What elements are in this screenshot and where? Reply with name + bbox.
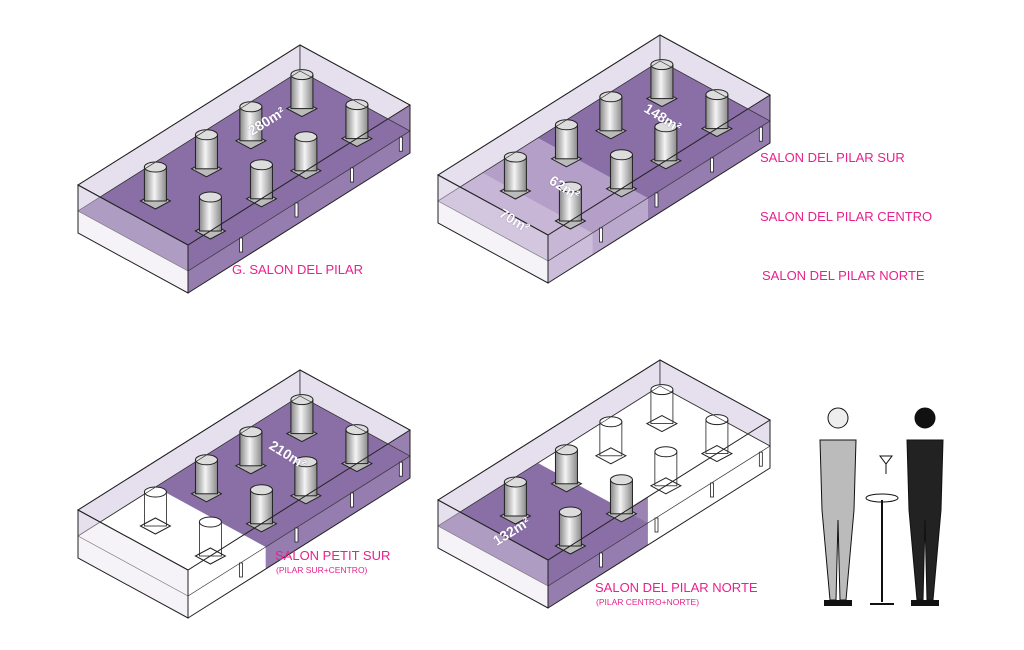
front-wall-region [265, 430, 410, 547]
box-salones-divididos [437, 34, 771, 284]
side-wall [659, 359, 771, 447]
label-pilar-sur: SALON DEL PILAR SUR [760, 150, 905, 165]
column-top [705, 414, 729, 426]
front-edge [187, 430, 411, 619]
shoes [911, 600, 939, 606]
figure-man [819, 407, 857, 606]
front-edge [547, 95, 771, 284]
column-top [609, 149, 633, 161]
door-icon [398, 461, 403, 477]
door-icon [758, 451, 763, 467]
column-base [645, 415, 678, 433]
door-icon [294, 202, 299, 218]
front-edge [187, 105, 411, 294]
column-top [294, 131, 318, 143]
door-icon [758, 126, 763, 142]
column-base [139, 517, 172, 535]
column-top [198, 516, 222, 528]
column-top [198, 191, 222, 203]
column-top [654, 446, 678, 458]
column-base [649, 477, 682, 495]
column-top [650, 384, 674, 396]
body [819, 439, 857, 601]
door-icon [654, 192, 659, 208]
column-base [194, 547, 227, 565]
column-top [345, 99, 369, 111]
column-top [290, 394, 314, 406]
label-pilar-centro: SALON DEL PILAR CENTRO [760, 209, 933, 224]
body [906, 439, 944, 601]
column-top [558, 506, 582, 518]
column-top [609, 474, 633, 486]
door-icon [710, 157, 714, 173]
door-icon [398, 136, 403, 152]
panel-subtitle-petit-sur: (PILAR SUR+CENTRO) [276, 565, 368, 575]
panel-title-pilar-norte: SALON DEL PILAR NORTE [595, 580, 758, 595]
front-wall-region [188, 105, 410, 271]
martini-glass-icon [879, 455, 893, 474]
door-icon [350, 167, 354, 183]
door-icon [710, 482, 714, 498]
front-face-region [647, 121, 770, 220]
front-face-region [592, 198, 648, 255]
label-pilar-norte: SALON DEL PILAR NORTE [762, 268, 925, 283]
column-top [654, 121, 678, 133]
door-icon [350, 492, 354, 508]
column-base [700, 445, 733, 463]
door-icon [599, 552, 603, 568]
column-top [290, 69, 314, 81]
figure-woman [906, 407, 944, 606]
column-top [249, 159, 273, 171]
shoes [824, 600, 852, 606]
front-edge [547, 420, 771, 609]
panel-title-petit-sur: SALON PETIT SUR [275, 548, 391, 563]
floor-region [78, 71, 410, 271]
door-icon [239, 562, 243, 578]
door-icon [654, 517, 659, 533]
column-top [294, 456, 318, 468]
front-face-region [265, 456, 410, 569]
door-icon [294, 527, 299, 543]
front-wall-region [647, 95, 770, 198]
front-face-region [548, 233, 593, 283]
head [827, 407, 849, 429]
box-gran-salon [77, 44, 411, 294]
front-face-region [188, 131, 410, 293]
box-petit-sur [77, 369, 411, 619]
column-top [650, 59, 674, 71]
panel-subtitle-pilar-norte: (PILAR CENTRO+NORTE) [596, 597, 700, 607]
column-top [345, 424, 369, 436]
head [914, 407, 936, 429]
door-icon [239, 237, 243, 253]
column-top [558, 181, 582, 193]
left-face [77, 509, 189, 619]
front-face-region [548, 523, 648, 608]
column-top [249, 484, 273, 496]
panel-title-gran-salon: G. SALON DEL PILAR [232, 262, 364, 277]
column-top [705, 89, 729, 101]
box-pilar-norte [437, 359, 771, 609]
column-base [594, 447, 627, 465]
door-icon [599, 227, 603, 243]
